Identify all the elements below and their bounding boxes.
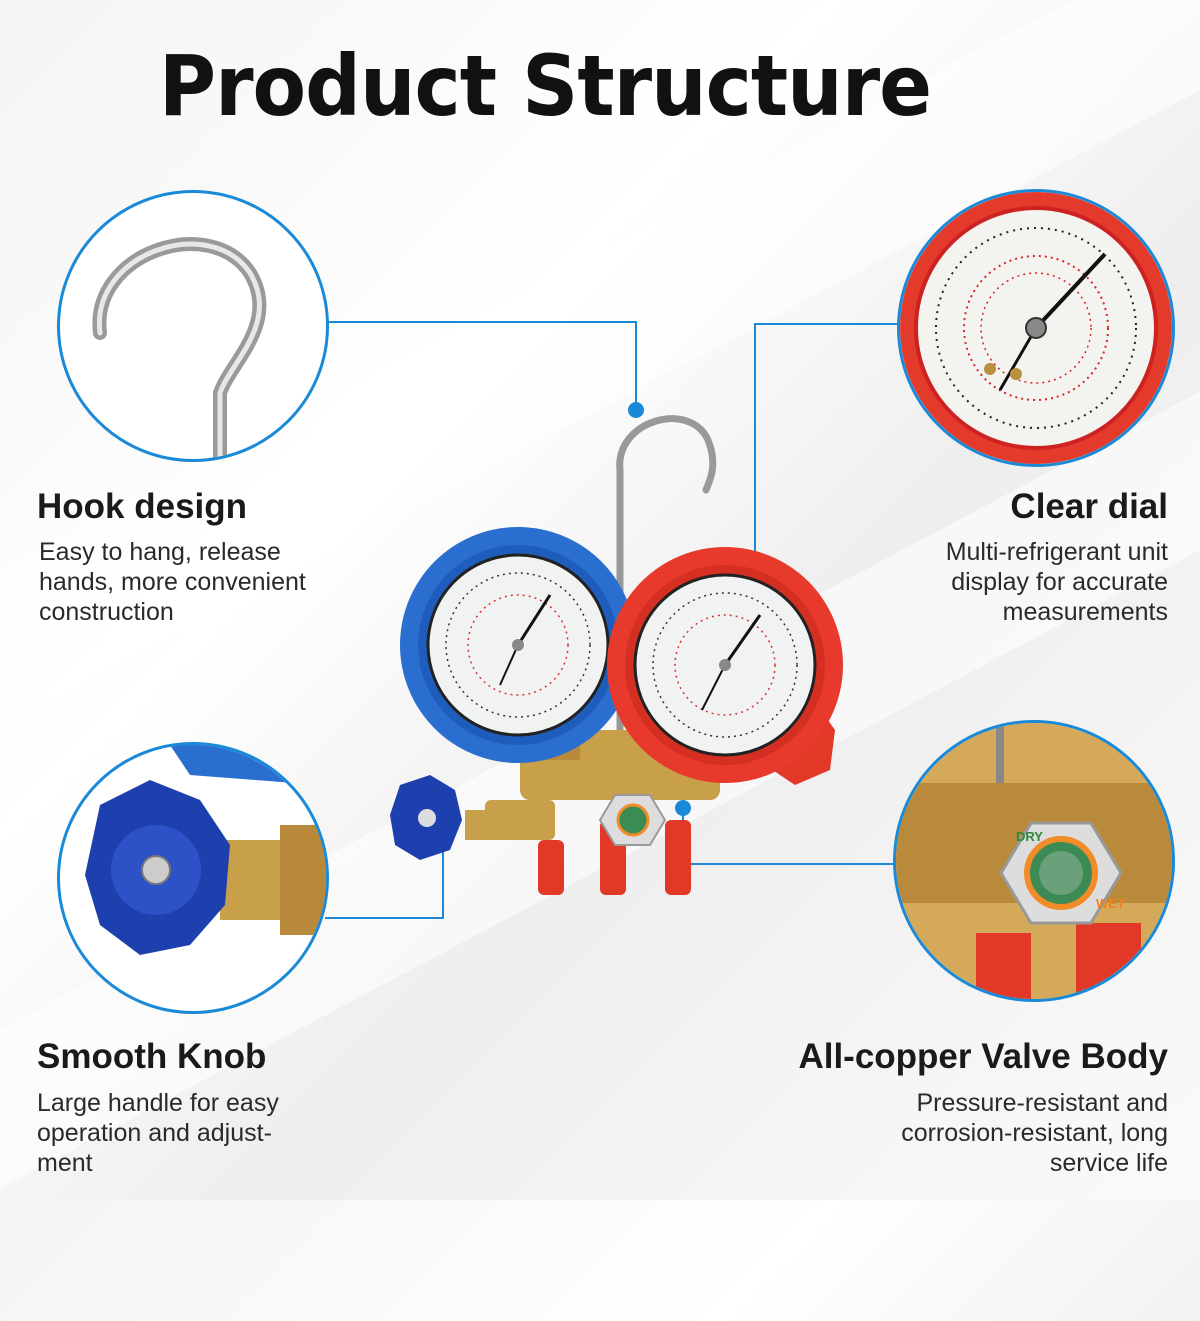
dial-detail-circle	[897, 189, 1175, 467]
knob-detail-circle	[57, 742, 329, 1014]
red-gauge-icon	[900, 192, 1172, 464]
dial-desc-line: measurements	[1002, 598, 1168, 626]
hook-desc-line: hands, more convenient	[39, 568, 306, 596]
dial-feature-title: Clear dial	[1010, 487, 1168, 526]
page-title: Product Structure	[158, 38, 932, 136]
manifold-gauge-illustration	[390, 415, 843, 895]
knob-desc-line: ment	[37, 1149, 93, 1177]
valve-feature-title: All-copper Valve Body	[798, 1037, 1168, 1076]
wet-label: WET	[1096, 896, 1125, 911]
hook-desc-line: Easy to hang, release	[39, 538, 281, 566]
dry-label: DRY	[1016, 829, 1043, 844]
knob-feature-title: Smooth Knob	[37, 1037, 267, 1076]
valve-desc-line: service life	[1049, 1149, 1168, 1177]
hook-feature-description: Easy to hang, release hands, more conven…	[39, 537, 306, 627]
dial-desc-line: Multi-refrigerant unit	[945, 538, 1168, 566]
valve-dot	[675, 800, 691, 816]
knob-connector	[325, 834, 444, 919]
knob-icon	[85, 745, 326, 955]
hook-connector	[325, 321, 637, 410]
dial-feature-description: Multi-refrigerant unit display for accur…	[946, 537, 1168, 627]
valve-desc-line: Pressure-resistant and	[916, 1089, 1168, 1117]
hook-feature-title: Hook design	[37, 487, 248, 526]
valve-desc-line: corrosion-resistant, long	[901, 1119, 1168, 1147]
knob-desc-line: operation and adjust-	[37, 1119, 272, 1147]
knob-desc-line: Large handle for easy	[37, 1089, 279, 1117]
knob-feature-description: Large handle for easy operation and adju…	[37, 1088, 279, 1178]
valve-body-icon: DRY WET	[896, 723, 1172, 999]
hook-desc-line: construction	[39, 598, 174, 626]
hook-detail-circle	[57, 190, 329, 462]
valve-detail-circle: DRY WET	[893, 720, 1175, 1002]
dial-connector	[754, 323, 900, 578]
hook-icon	[92, 237, 267, 459]
valve-feature-description: Pressure-resistant and corrosion-resista…	[901, 1088, 1168, 1178]
hook-dot	[628, 402, 644, 418]
dial-desc-line: display for accurate	[951, 568, 1168, 596]
